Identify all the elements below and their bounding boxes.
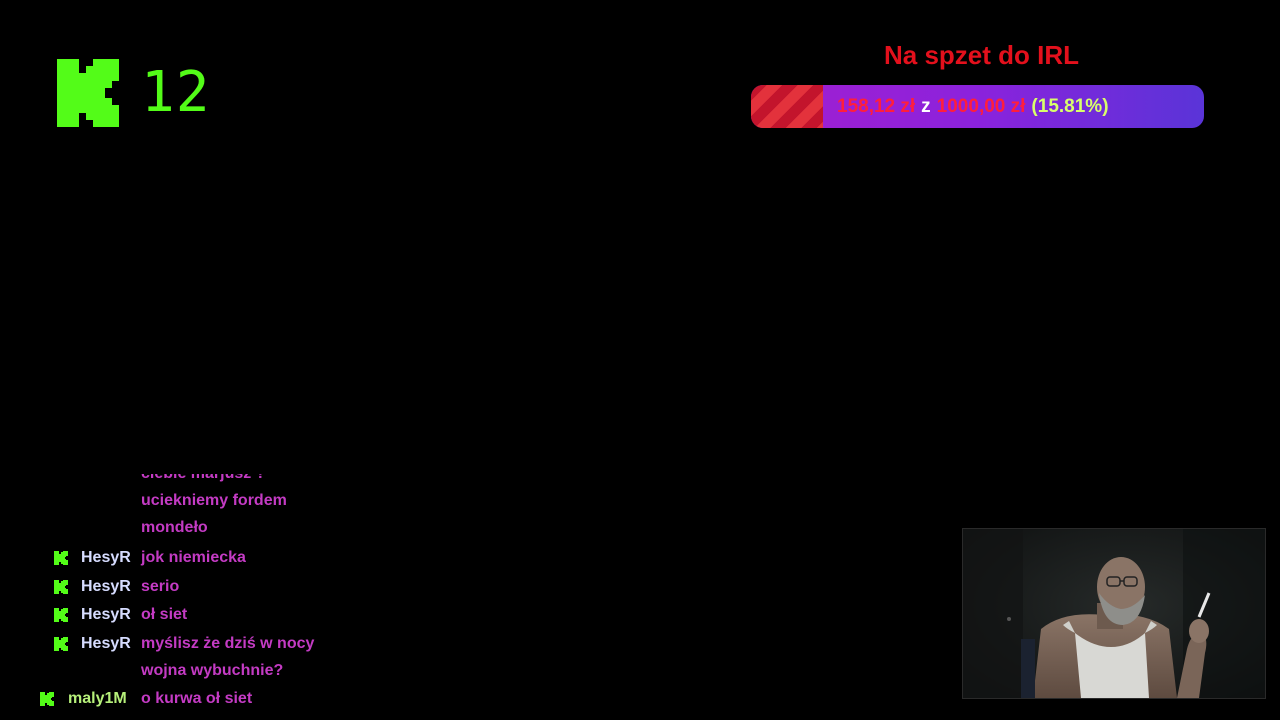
chat-message-text: o kurwa oł siet [141, 690, 253, 707]
chat-username[interactable]: HesyR [81, 578, 131, 595]
viewer-count: 12 [141, 60, 211, 125]
goal-current-amount: 158,12 zł [837, 96, 916, 117]
chat-message-line: mondeło [141, 519, 208, 536]
kick-badge-icon [40, 692, 54, 706]
chat-message-text: myślisz że dziś w nocy wojna wybuchnie? [141, 635, 315, 679]
chat-message-text: jok niemiecka [141, 549, 246, 566]
kick-logo-icon [57, 59, 119, 127]
webcam-image [963, 529, 1265, 698]
chat-username[interactable]: maly1M [68, 690, 127, 707]
kick-badge-icon [54, 608, 68, 622]
goal-separator: z [921, 96, 931, 117]
kick-badge-icon [54, 551, 68, 565]
kick-badge-icon [54, 637, 68, 651]
chat-message-text: serio [141, 578, 180, 595]
chat-username[interactable]: HesyR [81, 549, 131, 566]
chat-message-line: ciebie marjusz ? [141, 474, 401, 487]
chat-message-line: uciekniemy fordem [141, 492, 287, 509]
goal-title: Na spzet do IRL [883, 40, 1079, 70]
chat-overlay: ciebie marjusz ? uciekniemy fordem monde… [0, 474, 420, 720]
kick-badge-icon [54, 580, 68, 594]
goal-target-amount: 1000,00 zł [936, 96, 1026, 117]
goal-percent: (15.81%) [1031, 96, 1109, 117]
viewer-counter: 12 [57, 58, 210, 128]
chat-username[interactable]: HesyR [81, 635, 131, 652]
goal-progress-fill [751, 85, 823, 128]
chat-message-text: oł siet [141, 606, 188, 623]
chat-message-text: ciebie marjusz ? uciekniemy fordem monde… [141, 474, 401, 541]
chat-username[interactable]: HesyR [81, 606, 131, 623]
webcam-feed [962, 528, 1266, 699]
